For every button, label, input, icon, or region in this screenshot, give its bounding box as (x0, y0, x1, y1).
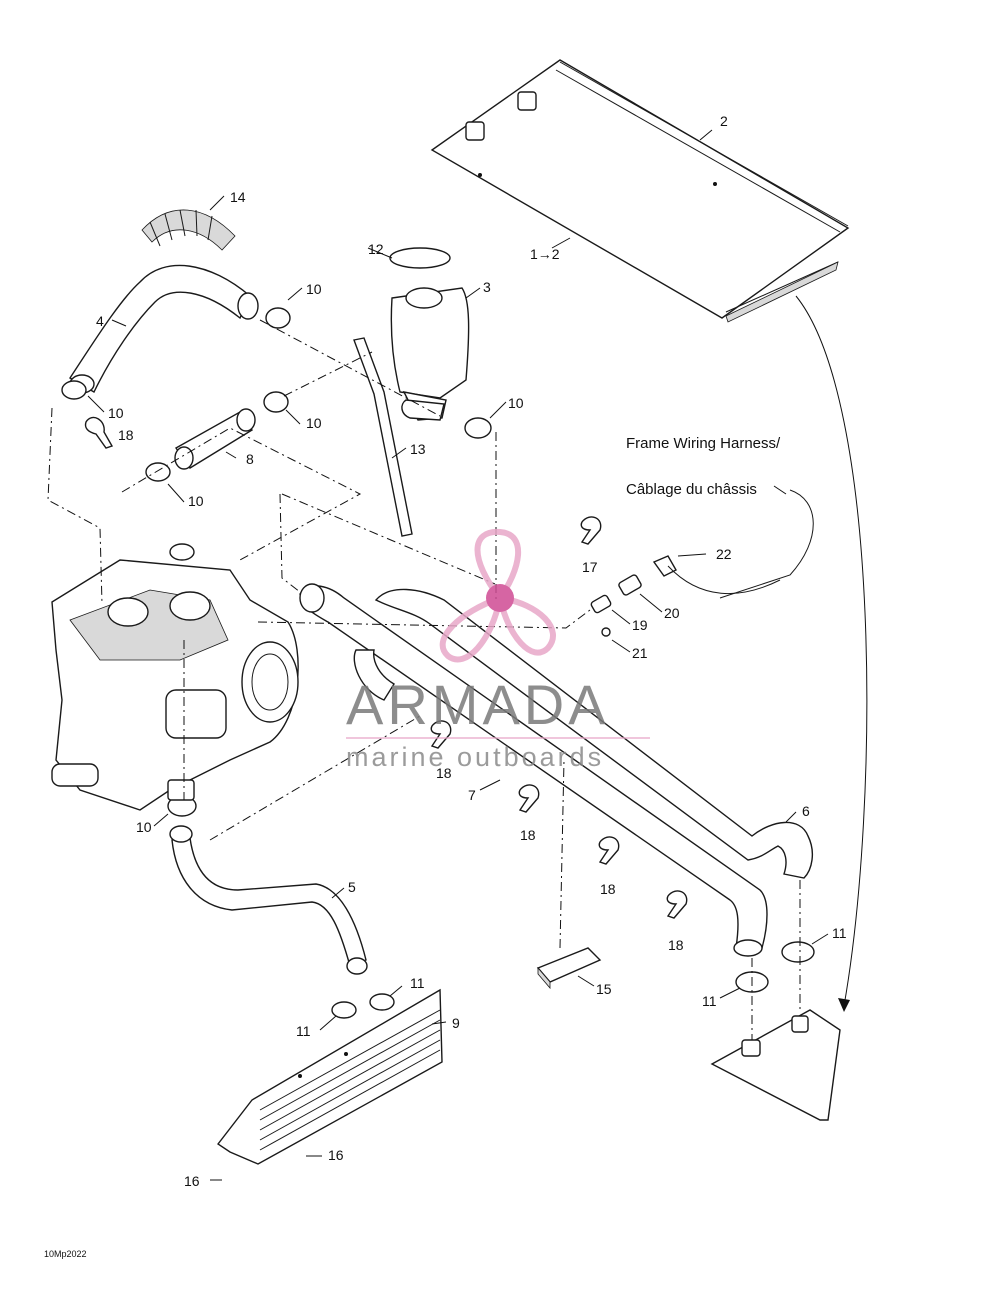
clamps-10 (61, 307, 492, 817)
watermark-title: ARMADA (346, 673, 610, 736)
long-hose-6 (353, 588, 814, 879)
engine (51, 543, 299, 811)
leader-lines (87, 129, 829, 1181)
callout-2: 2 (720, 113, 728, 129)
callout-10-b: 10 (306, 415, 322, 431)
callout-10-c: 10 (108, 405, 124, 421)
callout-8: 8 (246, 451, 254, 467)
callout-12: 12 (368, 241, 384, 257)
overflow-hose (353, 337, 413, 537)
callout-6: 6 (802, 803, 810, 819)
harness-label-line1: Frame Wiring Harness/ (626, 435, 781, 452)
callout-11-a: 11 (410, 975, 425, 991)
callout-16-a: 16 (328, 1147, 344, 1163)
callout-3: 3 (483, 279, 491, 295)
hose-upper-left (69, 264, 259, 394)
hose-short (174, 408, 256, 470)
assembly-lines (47, 319, 801, 1040)
callout-13: 13 (410, 441, 426, 457)
callout-18-e: 18 (668, 937, 684, 953)
callout-20: 20 (664, 605, 680, 621)
cable-ties (84, 416, 688, 919)
coolant-reservoir (389, 247, 470, 421)
harness-label: Frame Wiring Harness/ Câblage du châssis (626, 435, 781, 498)
diagram-code: 10Mp2022 (44, 1249, 87, 1259)
callout-16-b: 16 (184, 1173, 200, 1189)
callout-22: 22 (716, 546, 732, 562)
rear-plate (710, 1009, 841, 1121)
watermark-logo: ARMADA marine outboards (346, 528, 650, 772)
callout-19: 19 (632, 617, 648, 633)
callout-21: 21 (632, 645, 648, 661)
harness-label-line2: Câblage du châssis (626, 481, 757, 498)
callout-numbers: 2 1→2 3 4 5 6 7 8 9 10 10 10 10 10 10 11… (96, 113, 847, 1189)
callout-18-c: 18 (520, 827, 536, 843)
sensor-parts (590, 489, 814, 637)
callout-18-b: 18 (436, 765, 452, 781)
callout-9: 9 (452, 1015, 460, 1031)
callout-11-b: 11 (296, 1023, 311, 1039)
lower-heat-exchanger (216, 988, 443, 1165)
callout-7: 7 (468, 787, 476, 803)
callout-17: 17 (582, 559, 598, 575)
arrow-to-rear-plate (795, 295, 868, 1012)
callout-10-a: 10 (306, 281, 322, 297)
corrugated-hose (141, 209, 236, 251)
callout-5: 5 (348, 879, 356, 895)
foam-block (536, 947, 602, 990)
callout-10-f: 10 (136, 819, 152, 835)
callout-10-d: 10 (188, 493, 204, 509)
callout-10-e: 10 (508, 395, 524, 411)
callout-14: 14 (230, 189, 246, 205)
callout-18-a: 18 (118, 427, 134, 443)
watermark-subtitle: marine outboards (346, 742, 604, 772)
long-hose-7 (299, 583, 768, 957)
callout-18-d: 18 (600, 881, 616, 897)
callout-4: 4 (96, 313, 104, 329)
callout-11-d: 11 (832, 925, 847, 941)
hose-5 (169, 825, 368, 975)
callout-15: 15 (596, 981, 612, 997)
propeller-icon (439, 528, 556, 663)
callout-11-c: 11 (702, 993, 717, 1009)
top-heat-exchanger (430, 59, 850, 323)
callout-1-to-2: 1→2 (530, 246, 560, 262)
